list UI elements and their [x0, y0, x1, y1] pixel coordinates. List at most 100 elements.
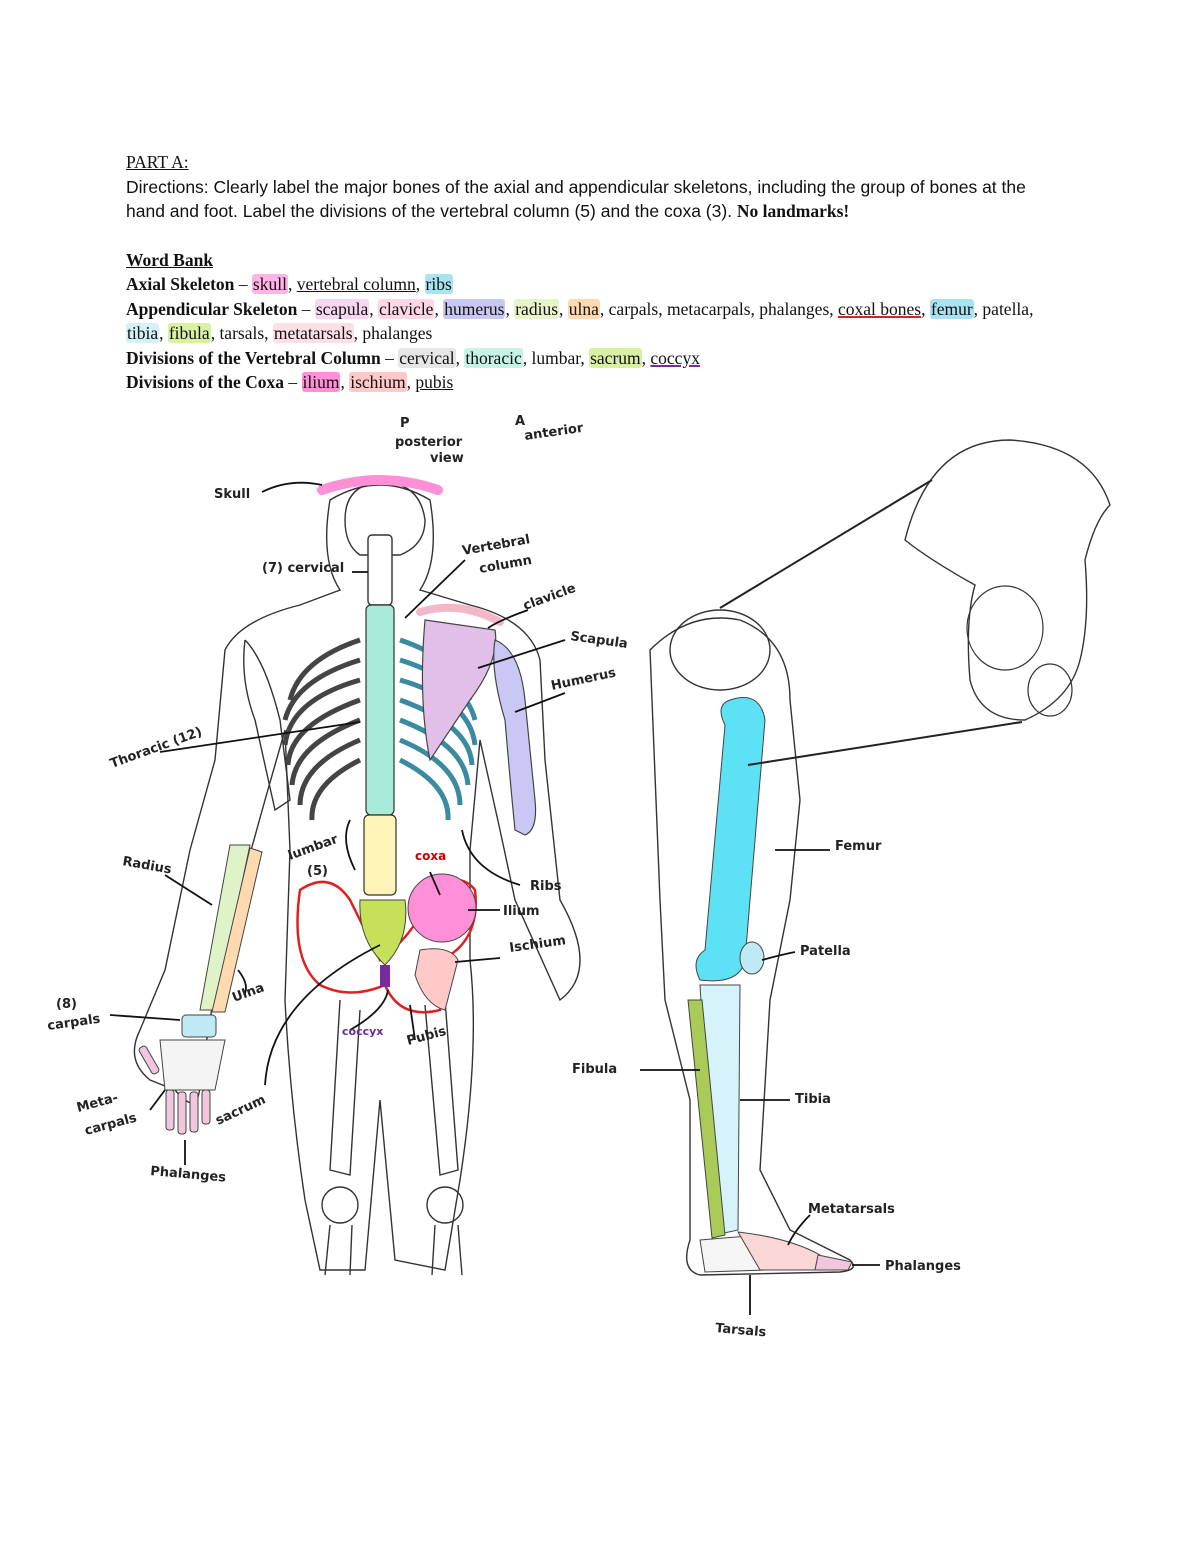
word-bank-coxa: Divisions of the Coxa – ilium, ischium, … [126, 372, 454, 392]
label-coxa: coxa [415, 849, 446, 863]
body-outline [133, 484, 581, 1271]
humerus-left [243, 639, 291, 812]
humerus-right-shape [493, 639, 537, 836]
label-meta: Meta- [75, 1090, 120, 1115]
femur-right-body [424, 999, 459, 1176]
part-heading: PART A: [126, 152, 189, 172]
term-tibia: tibia [126, 323, 160, 343]
label-ribs: Ribs [530, 879, 562, 894]
label-patella: Patella [800, 944, 851, 959]
term-scapula: scapula [314, 298, 370, 319]
skull-highlight [317, 475, 443, 495]
term-humerus: humerus [443, 298, 506, 319]
phalanges-foot-shape [814, 1254, 853, 1271]
term-pubis: pubis [415, 372, 454, 392]
patella-shape [739, 941, 765, 975]
lumbar-vertebrae [363, 814, 397, 896]
vertebral-label: Divisions of the Vertebral Column [126, 347, 381, 368]
term-tarsals: tarsals [219, 323, 265, 343]
ribs-left [282, 637, 362, 821]
carpals-shape [181, 1014, 217, 1038]
knee-left [321, 1186, 359, 1224]
label-cervical: (7) cervical [262, 561, 344, 576]
word-bank-appendicular: Appendicular Skeleton – scapula, clavicl… [126, 298, 1034, 343]
femur-left-body [329, 999, 361, 1176]
label-carpals: carpals [46, 1012, 101, 1034]
label-humerus: Humerus [550, 665, 618, 693]
tibia-left-body [324, 1224, 353, 1276]
knee-right [426, 1186, 464, 1224]
term-skull: skull [251, 274, 288, 294]
coxa-label: Divisions of the Coxa [126, 372, 284, 392]
term-patella: patella [982, 298, 1030, 319]
term-thoracic: thoracic [464, 347, 523, 368]
label-femur: Femur [835, 839, 882, 854]
label-phalanges-hand: Phalanges [150, 1164, 227, 1186]
label-coccyx: coccyx [342, 1025, 383, 1038]
label-ulna: Ulna [230, 980, 266, 1005]
label-skull: Skull [214, 487, 250, 502]
label-fibula: Fibula [572, 1062, 617, 1077]
tibia-right-body [431, 1224, 463, 1276]
term-lumbar: lumbar [531, 347, 581, 368]
label-pubis: Pubis [405, 1024, 448, 1049]
sacrum-shape [359, 899, 407, 966]
directions: Directions: Clearly label the major bone… [126, 175, 1066, 224]
leg-outline [649, 609, 854, 1276]
term-phalanges-foot: phalanges [362, 323, 433, 343]
label-clavicle: clavicle [521, 581, 578, 614]
ilium-shape [407, 873, 477, 943]
label-carpals-2: carpals [83, 1111, 138, 1139]
label-view: view [430, 451, 464, 466]
label-sacrum: sacrum [213, 1092, 268, 1128]
term-coccyx: coccyx [650, 347, 700, 368]
term-phalanges-hand: phalanges [759, 298, 830, 319]
hip-socket [669, 609, 771, 691]
term-ischium: ischium [349, 372, 407, 392]
obturator-foramen [1027, 663, 1073, 717]
label-p: P [400, 416, 410, 431]
term-vertebral-column: vertebral column [296, 274, 416, 294]
label-tibia: Tibia [795, 1092, 831, 1107]
ulna-shape [211, 847, 263, 1013]
coxal-bone-inset [904, 439, 1111, 721]
term-metatarsals: metatarsals [272, 323, 354, 343]
label-ischium: Ischium [508, 933, 566, 956]
label-column: column [478, 553, 533, 577]
term-coxal-bones: coxal bones [838, 298, 922, 319]
acetabulum [966, 585, 1044, 671]
term-clavicle: clavicle [378, 298, 435, 319]
phalanges-hand-shape [138, 1045, 211, 1135]
term-fibula: fibula [167, 323, 211, 343]
label-anterior: anterior [523, 421, 584, 444]
coxa-outline [296, 878, 477, 1014]
term-ulna: ulna [567, 298, 600, 319]
word-bank-title: Word Bank [126, 249, 214, 270]
label-ilium: Ilium [503, 904, 540, 919]
word-bank-axial: Axial Skeleton – skull, vertebral column… [126, 274, 453, 294]
term-femur: femur [929, 298, 974, 319]
cervical-vertebrae [367, 534, 393, 606]
label-posterior: posterior [395, 435, 463, 450]
label-phalanges-foot: Phalanges [885, 1259, 961, 1274]
coccyx-shape [380, 965, 390, 987]
inset-line-top [719, 479, 933, 609]
axial-label: Axial Skeleton [126, 274, 235, 294]
term-radius: radius [514, 298, 560, 319]
ischium-shape [414, 948, 459, 1011]
term-metacarpals: metacarpals [666, 298, 751, 319]
label-scapula: Scapula [569, 629, 628, 652]
label-lumbar-count: (5) [307, 864, 328, 879]
term-cervical: cervical [398, 347, 456, 368]
scapula-shape [421, 619, 497, 762]
word-bank-vertebral: Divisions of the Vertebral Column – cerv… [126, 347, 700, 368]
directions-text: Directions: Clearly label the major bone… [126, 176, 1026, 222]
appendicular-label: Appendicular Skeleton [126, 298, 298, 319]
body-skeleton [133, 481, 581, 1276]
inset-line-bottom [747, 721, 1023, 766]
fibula-shape [687, 999, 726, 1239]
label-tarsals: Tarsals [715, 1321, 767, 1340]
label-metatarsals: Metatarsals [808, 1202, 895, 1217]
label-a: A [515, 414, 525, 429]
